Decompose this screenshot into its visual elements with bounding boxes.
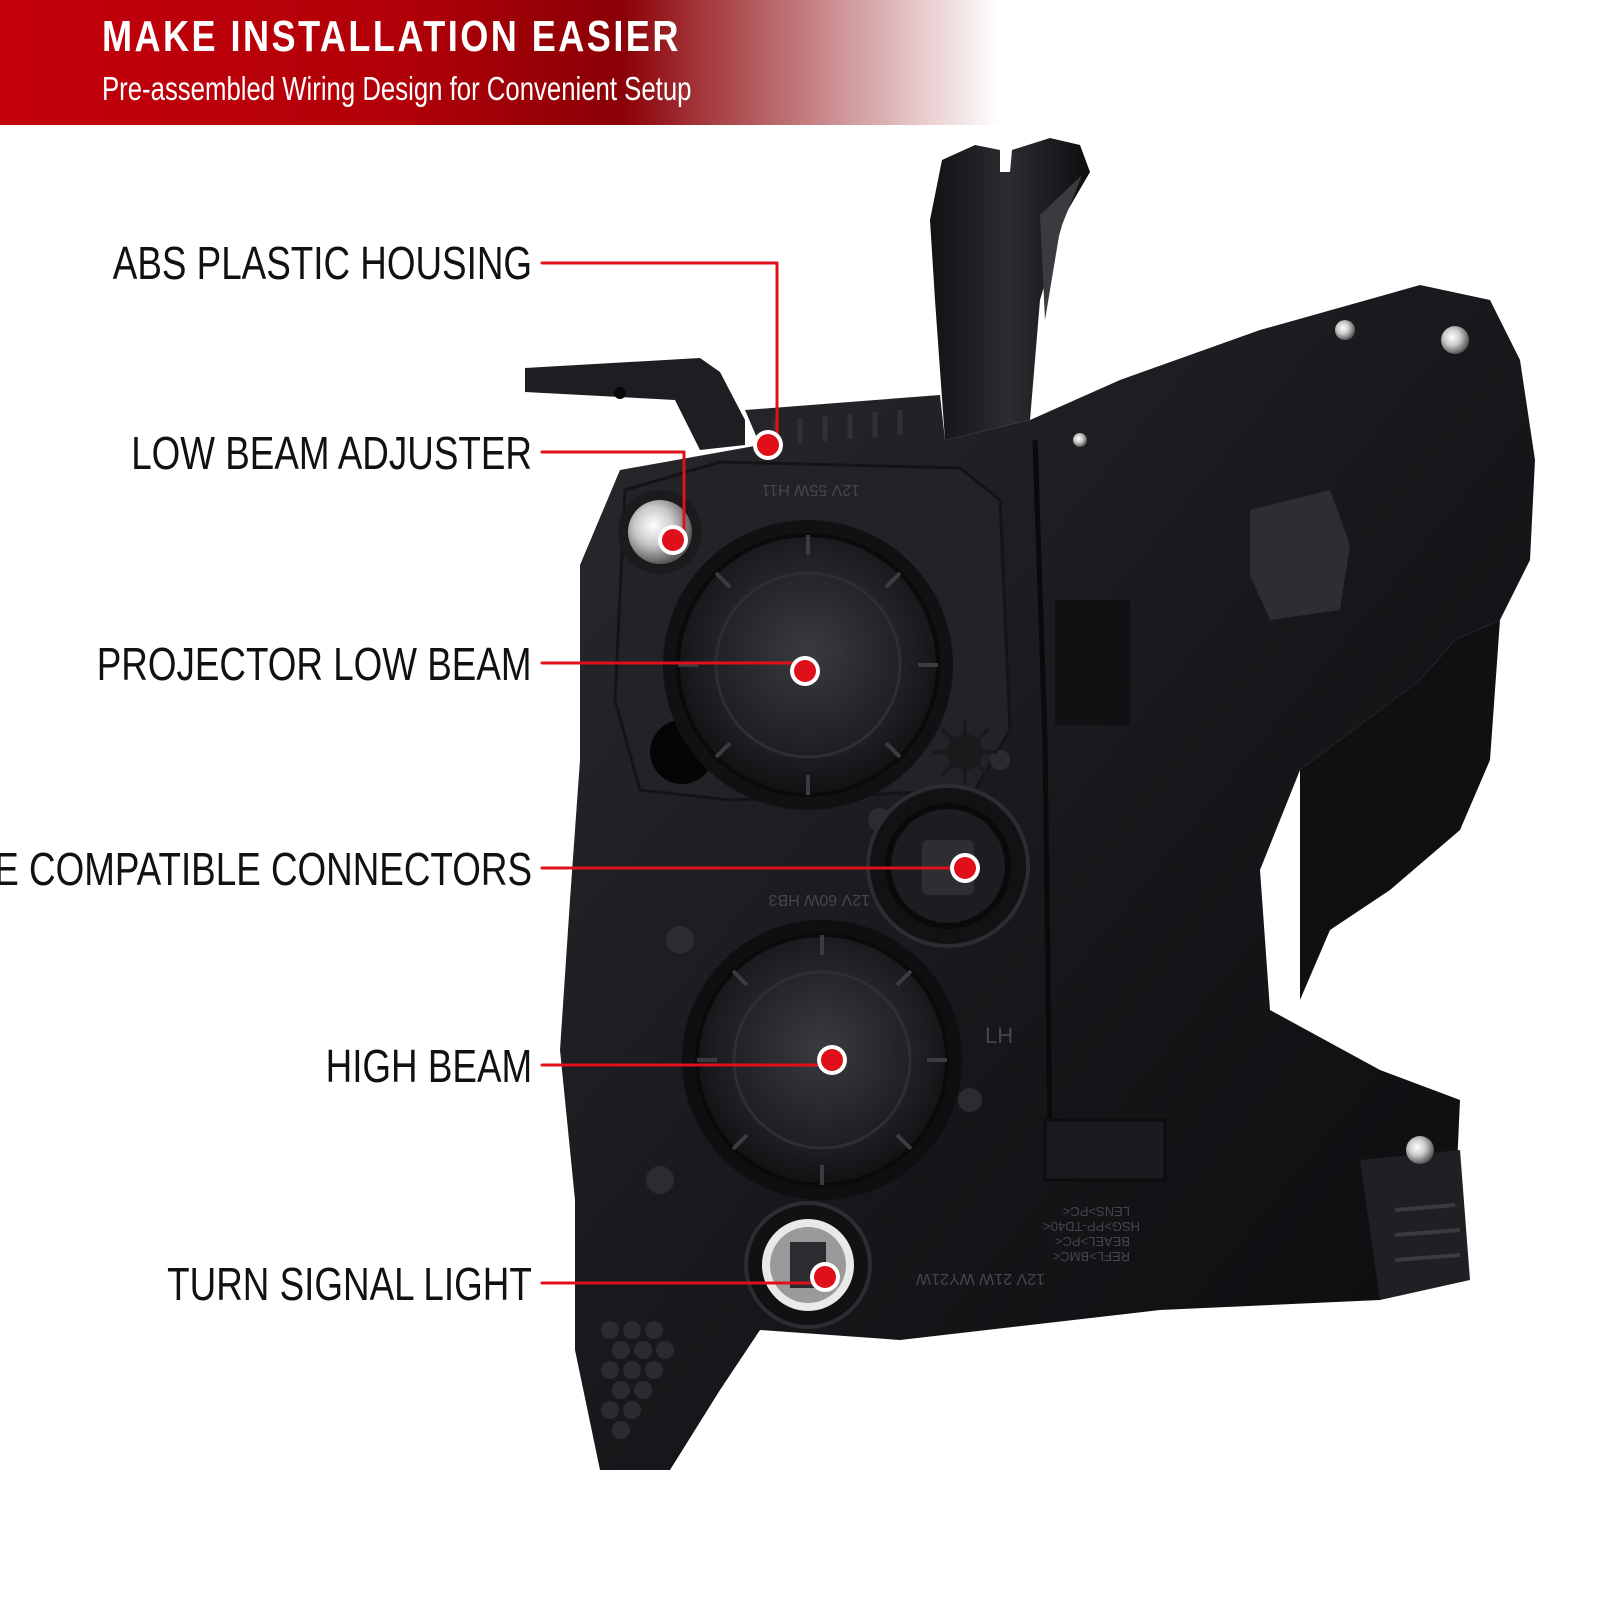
banner-subtitle: Pre-assembled Wiring Design for Convenie… <box>102 70 692 107</box>
callout-label-low-beam-adjuster: LOW BEAM ADJUSTER <box>131 427 532 479</box>
callout-label-turn-signal: TURN SIGNAL LIGHT <box>167 1258 532 1310</box>
callout-line-abs-housing <box>540 261 779 442</box>
header-banner: MAKE INSTALLATION EASIER Pre-assembled W… <box>0 0 1000 125</box>
callout-dot-abs-housing <box>753 430 783 460</box>
callout-label-projector-low-beam: PROJECTOR LOW BEAM <box>97 638 532 690</box>
callout-label-oe-connectors: OE COMPATIBLE CONNECTORS <box>0 843 532 895</box>
banner-title: MAKE INSTALLATION EASIER <box>102 12 681 61</box>
callout-label-high-beam: HIGH BEAM <box>325 1040 532 1092</box>
callout-dot-projector-low-beam <box>790 656 820 686</box>
callout-dot-oe-connectors <box>950 853 980 883</box>
callout-dot-turn-signal <box>810 1262 840 1292</box>
callout-line-low-beam-adjuster <box>540 450 686 542</box>
callout-dot-low-beam-adjuster <box>658 525 688 555</box>
callout-label-abs-housing: ABS PLASTIC HOUSING <box>112 237 532 289</box>
callout-dot-high-beam <box>817 1045 847 1075</box>
